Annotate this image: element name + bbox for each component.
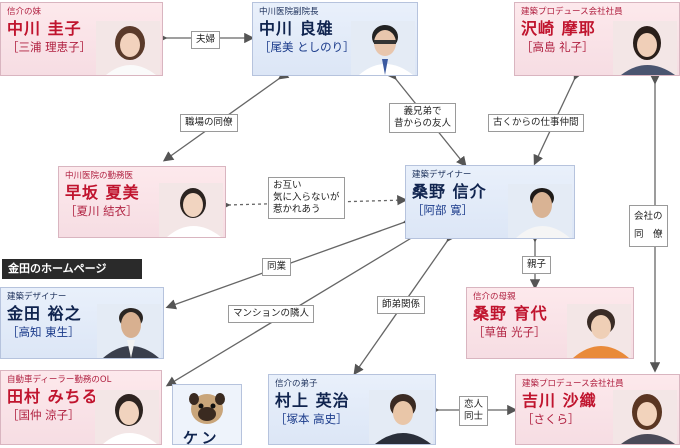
relation-text-line: 気に入らないが [273,192,340,203]
person-name: 吉川 沙織 [522,391,597,410]
pet-card-ken[interactable]: ケン [172,384,242,447]
person-role: 建築デザイナー [412,170,472,180]
relation-text-line: お互い [273,180,302,191]
portrait-photo [96,21,160,75]
person-role: 建築プロデュース会社社員 [521,7,623,17]
person-card-hiroyuki[interactable]: 建築デザイナー 金田 裕之 ［高知 東生］ [0,287,164,359]
person-name: 中川 良雄 [259,19,334,38]
portrait-photo [97,304,161,358]
person-actor: ［夏川 結衣］ [65,204,138,218]
person-card-shinsuke[interactable]: 建築デザイナー 桑野 信介 ［阿部 寛］ [405,165,575,239]
relation-label-shitei: 師弟関係 [377,296,426,314]
person-name: 桑野 育代 [473,304,548,323]
person-name: 金田 裕之 [7,304,82,323]
relation-label-shigoto: 古くからの仕事仲間 [488,114,584,132]
person-card-yoshio[interactable]: 中川医院副院長 中川 良雄 ［尾美 としのり］ [252,2,418,76]
person-name: 田村 みちる [7,387,99,406]
relation-text-line: 同士 [464,411,484,422]
portrait-photo [613,390,677,444]
portrait-photo [369,390,433,444]
person-actor: ［三浦 理恵子］ [7,40,92,54]
person-card-ikuyo[interactable]: 信介の母親 桑野 育代 ［草笛 光子］ [466,287,634,359]
person-name: 桑野 信介 [412,182,487,201]
relation-text-line: 惹かれあう [273,204,321,215]
person-name: 村上 英治 [275,391,350,410]
person-actor: ［草笛 光子］ [473,325,546,339]
person-actor: ［高知 東生］ [7,325,80,339]
person-card-natsumi[interactable]: 中川医院の勤務医 早坂 夏美 ［夏川 結衣］ [58,166,226,238]
relation-label-gikyodai: 義兄弟で 昔からの友人 [389,103,457,133]
person-actor: ［国仲 涼子］ [7,408,80,422]
person-role: 信介の妹 [7,7,42,17]
relation-text-line: 昔からの友人 [394,118,452,129]
relation-text-line: 義兄弟で [403,106,442,117]
person-role: 建築デザイナー [7,292,67,302]
person-role: 建築プロデュース会社社員 [522,379,624,389]
relation-label-oyako: 親子 [522,256,552,274]
person-actor: ［さくら］ [522,412,580,426]
portrait-photo [613,21,677,75]
relation-label-otagai: お互い 気に入らないが 惹かれあう [268,177,345,219]
person-card-keiko[interactable]: 信介の妹 中川 圭子 ［三浦 理恵子］ [0,2,163,76]
person-role: 中川医院の勤務医 [65,171,134,181]
person-role: 自動車ディーラー勤務のOL [7,375,112,385]
portrait-photo [508,184,572,238]
person-card-saori[interactable]: 建築プロデュース会社社員 吉川 沙織 ［さくら］ [515,374,680,445]
person-role: 信介の母親 [473,292,516,302]
relation-label-dogyo: 同業 [262,258,292,276]
portrait-photo [351,21,415,75]
relation-text-line: 会社の [634,211,663,222]
relation-label-mansion: マンションの隣人 [228,305,315,323]
person-card-mayako[interactable]: 建築プロデュース会社社員 沢崎 摩耶 ［高島 礼子］ [514,2,680,76]
homepage-banner: 金田のホームページ [2,259,142,279]
relation-text-line: 恋人 [464,399,484,410]
person-actor: ［高島 礼子］ [521,40,594,54]
person-card-michiru[interactable]: 自動車ディーラー勤務のOL 田村 みちる ［国仲 涼子］ [0,370,162,445]
person-actor: ［尾美 としのり］ [259,40,355,54]
person-role: 信介の弟子 [275,379,318,389]
relation-text-line: 同 僚 [634,229,663,240]
person-card-eiji[interactable]: 信介の弟子 村上 英治 ［塚本 高史］ [268,374,436,445]
relation-label-shokuba: 職場の同僚 [180,114,238,132]
portrait-photo [159,183,223,237]
portrait-photo [567,304,631,358]
relation-label-fuufu: 夫婦 [191,31,221,49]
pug-icon [189,393,225,424]
relation-label-koibito: 恋人 同士 [459,396,489,426]
pet-name: ケン [183,429,221,447]
person-name: 中川 圭子 [7,19,82,38]
person-name: 沢崎 摩耶 [521,19,596,38]
person-actor: ［阿部 寛］ [412,203,474,217]
person-actor: ［塚本 高史］ [275,412,348,426]
person-name: 早坂 夏美 [65,183,140,202]
relation-label-kaisha: 会社の 同 僚 [629,205,668,247]
portrait-photo [95,390,159,444]
person-role: 中川医院副院長 [259,7,319,17]
